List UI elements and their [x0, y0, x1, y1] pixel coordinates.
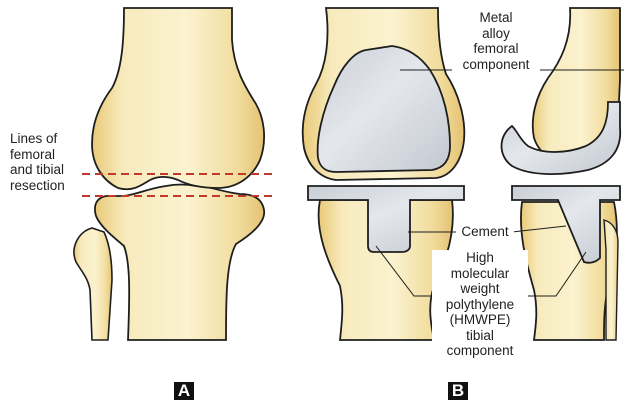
tibia-a [95, 185, 264, 341]
femur-a [92, 8, 264, 189]
panel-a [74, 8, 272, 340]
fibula-side-b [604, 220, 618, 340]
panel-a-badge: A [174, 382, 194, 400]
label-resection: Lines of femoral and tibial resection [10, 131, 65, 193]
label-cement: Cement [456, 224, 514, 240]
label-femoral-component: Metal alloy femoral component [452, 10, 540, 72]
fibula-a [74, 228, 112, 340]
label-tibial-component: High molecular weight polythylene (HMWPE… [432, 250, 528, 359]
panel-b-badge: B [448, 382, 468, 400]
